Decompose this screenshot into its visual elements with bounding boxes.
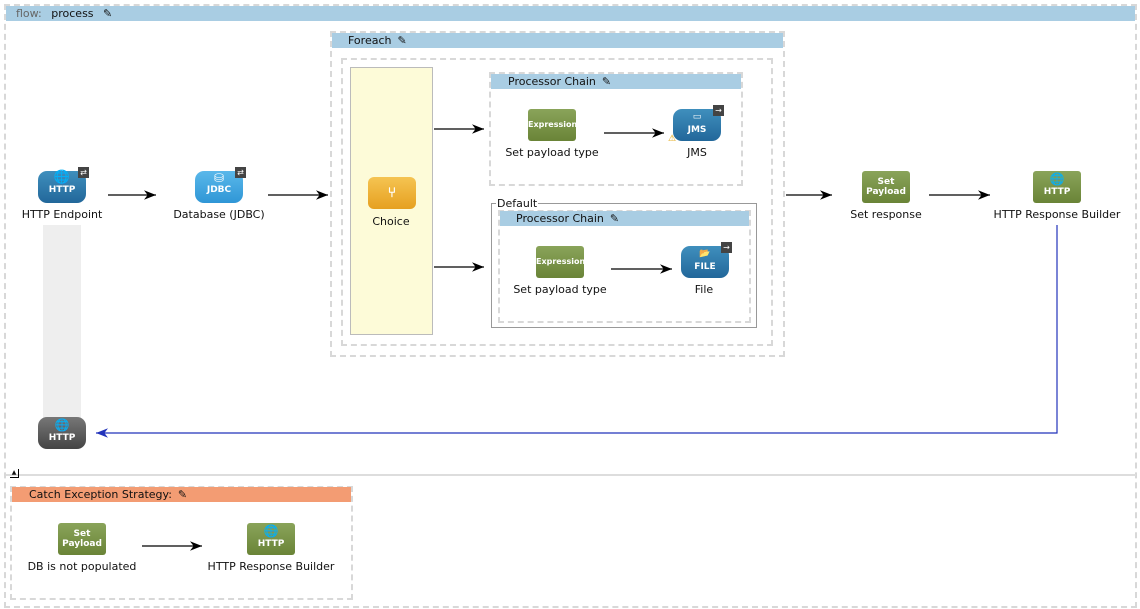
foreach-inner (341, 58, 773, 346)
warning-icon: ⚠ (668, 134, 677, 144)
http-response-label: HTTP Response Builder (993, 208, 1121, 221)
exchange-pattern-icon: ⇄ (78, 167, 89, 178)
icon-text: HTTP (1043, 187, 1071, 197)
http-icon-text: HTTP (48, 185, 76, 195)
jms-label: JMS (687, 146, 707, 159)
default-label: Default (496, 197, 539, 210)
flow-container (4, 4, 1137, 608)
flow-name: process (51, 7, 94, 20)
icon-text: HTTP (48, 433, 76, 443)
exception-title: Catch Exception Strategy: (29, 488, 172, 501)
exchange-pattern-icon: ⇄ (235, 167, 246, 178)
foreach-title: Foreach (348, 34, 392, 47)
collapse-toggle-icon[interactable]: ▲ (10, 469, 19, 478)
jms-icon-text: JMS (687, 125, 707, 135)
http-response-label: HTTP Response Builder (207, 560, 335, 573)
return-arrow (96, 225, 1058, 438)
database-label: Database (JDBC) (173, 208, 265, 221)
outbound-icon: → (713, 105, 724, 116)
http-response-builder-icon[interactable]: 🌐HTTP (1033, 171, 1081, 203)
flow-header[interactable]: flow: process ✎ (6, 6, 1135, 21)
foreach-header[interactable]: Foreach ✎ (332, 33, 783, 48)
chain2-header[interactable]: Processor Chain ✎ (500, 211, 749, 226)
file-icon-text: FILE (694, 262, 716, 272)
endpoint-lane (43, 225, 81, 418)
choice-icon[interactable]: ⑂ (368, 177, 416, 209)
expression-label: Set payload type (513, 283, 607, 296)
http-endpoint-label: HTTP Endpoint (21, 208, 103, 221)
chain2-title: Processor Chain (516, 212, 604, 225)
icon-text: Payload (866, 187, 906, 197)
chain1-title: Processor Chain (508, 75, 596, 88)
expression-icon[interactable]: Expression (528, 109, 577, 141)
chain1-header[interactable]: Processor Chain ✎ (491, 74, 741, 89)
http-reply-icon[interactable]: 🌐HTTP (38, 417, 86, 449)
http-response-builder-icon[interactable]: 🌐HTTP (247, 523, 295, 555)
edit-icon[interactable]: ✎ (397, 34, 407, 47)
default-route (491, 203, 757, 328)
processor-chain-1 (489, 72, 743, 186)
set-response-label: Set response (850, 208, 922, 221)
file-label: File (694, 283, 714, 296)
edit-icon[interactable]: ✎ (103, 7, 113, 20)
edit-icon[interactable]: ✎ (609, 212, 620, 225)
foreach-scope (330, 31, 785, 357)
edit-icon[interactable]: ✎ (601, 75, 612, 88)
icon-text: HTTP (257, 539, 285, 549)
flow-prefix: flow: (16, 7, 42, 20)
jdbc-icon-text: JDBC (206, 185, 232, 195)
exception-header[interactable]: Catch Exception Strategy: ✎ (12, 487, 351, 502)
choice-label: Choice (372, 215, 410, 228)
expression-label: Set payload type (505, 146, 599, 159)
set-payload-label: DB is not populated (27, 560, 137, 573)
expression-icon[interactable]: Expression (536, 246, 585, 278)
divider (6, 474, 1136, 476)
edit-icon[interactable]: ✎ (177, 488, 188, 501)
icon-text: Set (73, 529, 91, 539)
outbound-icon: → (721, 242, 732, 253)
icon-text: Set (877, 177, 895, 187)
icon-text: Payload (62, 539, 102, 549)
